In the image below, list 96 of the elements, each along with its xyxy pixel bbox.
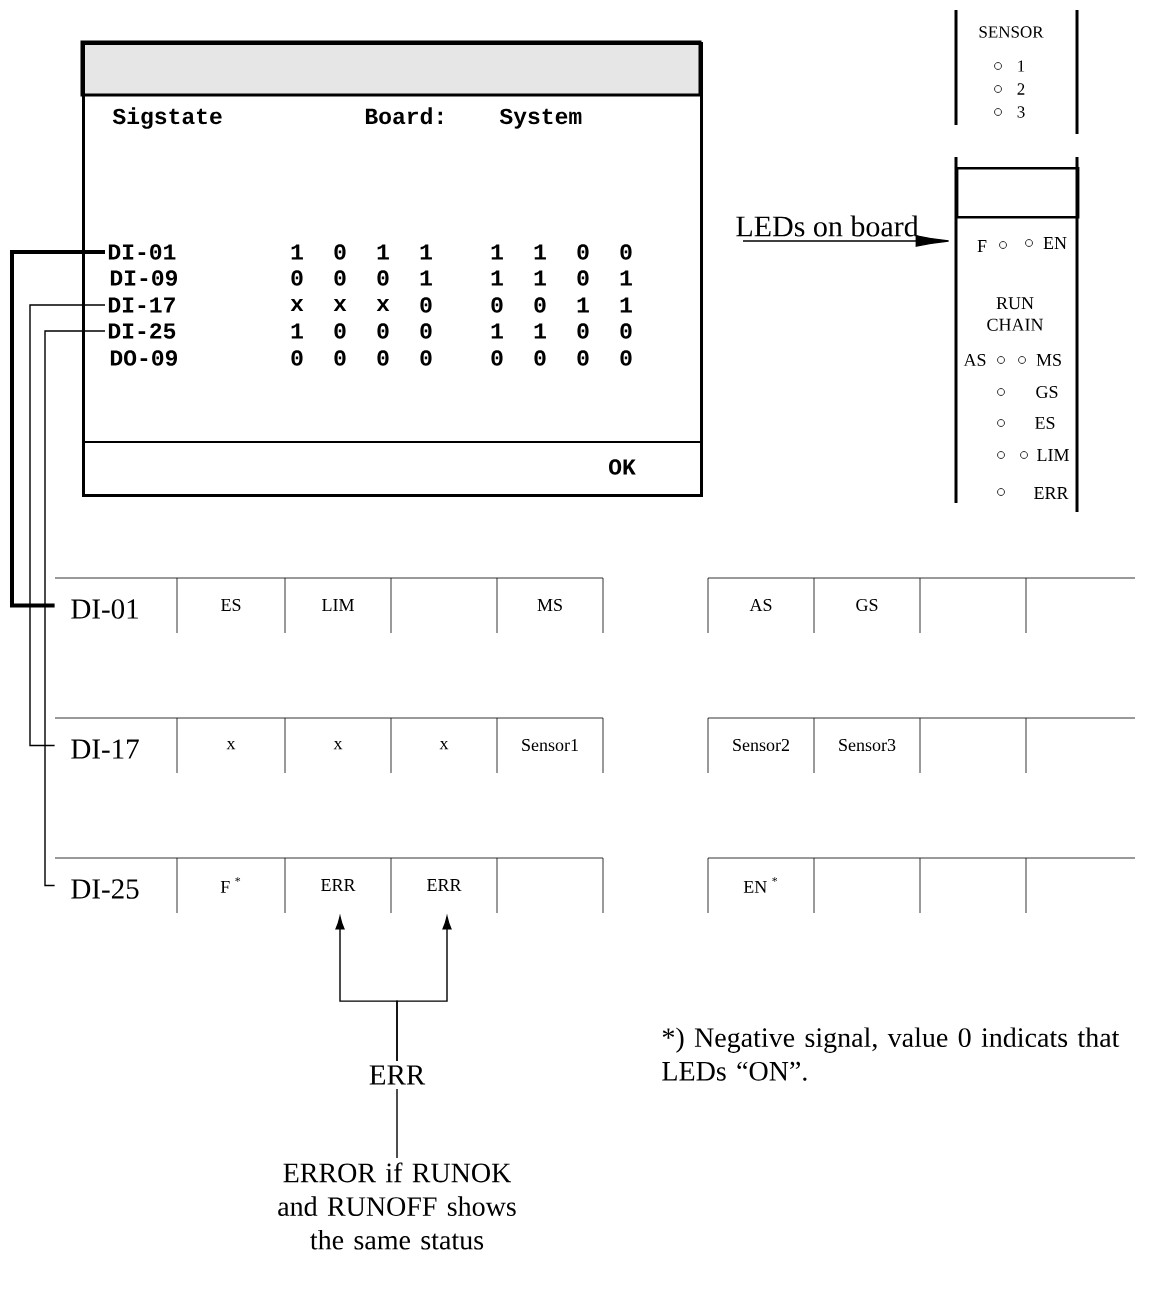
cell-text: EN $^{*}$ bbox=[743, 877, 778, 893]
callout-text: ERR bbox=[369, 1065, 426, 1085]
leader-line bbox=[396, 1088, 398, 1159]
node-label: ERR bbox=[1034, 487, 1069, 499]
signal-value: 0 bbox=[334, 270, 346, 286]
signal-value: 1 bbox=[491, 244, 503, 260]
signal-value: 0 bbox=[534, 350, 546, 366]
node-label: MS bbox=[1036, 353, 1061, 367]
signal-table-row bbox=[54, 577, 1136, 634]
signal-value: 1 bbox=[420, 244, 432, 260]
node-label: 3 bbox=[1017, 106, 1025, 118]
node-label: 1 bbox=[1018, 60, 1025, 72]
signal-value: 1 bbox=[291, 244, 303, 260]
signal-value: 0 bbox=[377, 270, 389, 286]
signal-value: 0 bbox=[620, 244, 632, 260]
signal-value: 1 bbox=[534, 270, 546, 286]
cell-text: x bbox=[226, 740, 236, 750]
cell-text: GS bbox=[856, 598, 878, 612]
header-box bbox=[956, 167, 1080, 219]
screen-heading: Board: bbox=[365, 107, 442, 125]
row-label: DI-01 bbox=[71, 599, 138, 619]
node-label: EN bbox=[1043, 237, 1067, 249]
signal-value: 0 bbox=[420, 297, 432, 313]
cell-text: Sensor3 bbox=[839, 738, 896, 752]
signal-value: 1 bbox=[534, 244, 546, 260]
signal-name: DI-01 bbox=[108, 244, 176, 260]
screen-heading: System bbox=[499, 108, 582, 129]
status-bar: OK bbox=[81, 441, 701, 475]
signal-table-row bbox=[54, 857, 1136, 914]
signal-value: 0 bbox=[420, 323, 432, 339]
cell-text: F $^{*}$ bbox=[220, 877, 241, 893]
cell-text: ES bbox=[221, 598, 241, 612]
callout-text: LEDs on board bbox=[736, 215, 919, 237]
signal-name: DI-17 bbox=[108, 297, 175, 313]
cell-text: x bbox=[439, 740, 449, 750]
node-label: LIM bbox=[1037, 449, 1069, 461]
signal-value: 1 bbox=[534, 323, 546, 339]
cell-text: Sensor2 bbox=[733, 738, 789, 752]
signal-value: 1 bbox=[620, 297, 632, 313]
leader-line bbox=[29, 304, 106, 747]
cell-text: LIM bbox=[322, 599, 354, 611]
signal-table-row bbox=[54, 717, 1136, 774]
led-panel: F EN RUN CHAIN AS MS GS ES LIM ERR bbox=[954, 157, 1079, 512]
signal-value: 0 bbox=[291, 270, 303, 286]
node-label: GS bbox=[1036, 385, 1058, 399]
signal-value: 0 bbox=[334, 244, 346, 260]
node-label: RUN CHAIN bbox=[987, 297, 1044, 331]
note-text: ERROR if RUNOK and RUNOFF shows the same status bbox=[278, 1162, 516, 1250]
signal-value: 0 bbox=[291, 350, 303, 366]
leader-line bbox=[44, 330, 106, 887]
signal-name: DI-09 bbox=[110, 270, 177, 286]
signal-value: 0 bbox=[334, 350, 346, 366]
row-label: DI-25 bbox=[71, 879, 139, 899]
node-label: SENSOR bbox=[979, 26, 1044, 38]
cell-text: Sensor1 bbox=[522, 738, 578, 752]
signal-value: 0 bbox=[577, 323, 589, 339]
signal-value: 0 bbox=[620, 350, 632, 366]
node-label: AS bbox=[963, 353, 986, 367]
signal-value: 0 bbox=[620, 323, 632, 339]
node-label: ES bbox=[1035, 416, 1055, 430]
cell-text: MS bbox=[537, 598, 562, 612]
cell-text: AS bbox=[749, 598, 772, 612]
signal-value: 0 bbox=[377, 323, 389, 339]
signal-value: 1 bbox=[620, 270, 632, 286]
screen-heading: Sigstate bbox=[112, 107, 222, 129]
sensor-panel: SENSOR 1 2 3 bbox=[954, 10, 1079, 134]
cell-text: ERR bbox=[321, 879, 356, 891]
footnote: *) Negative signal, value 0 indicats that LEDs “ON”. bbox=[662, 1027, 1120, 1081]
node-label: F bbox=[977, 240, 987, 252]
cell-text: x bbox=[333, 740, 343, 750]
leader-line bbox=[10, 250, 105, 608]
signal-value: 0 bbox=[577, 244, 589, 260]
signal-value: 0 bbox=[334, 323, 346, 339]
arrow bbox=[396, 916, 452, 1062]
signal-value: 1 bbox=[491, 323, 503, 339]
signal-value: 0 bbox=[534, 297, 546, 313]
signal-value: 0 bbox=[577, 350, 589, 366]
signal-value: 1 bbox=[377, 244, 389, 260]
signal-value: 1 bbox=[577, 297, 589, 313]
row-label: DI-17 bbox=[71, 739, 139, 759]
signal-name: DI-25 bbox=[108, 323, 176, 339]
signal-value: 0 bbox=[577, 270, 589, 286]
signal-value: x bbox=[376, 298, 390, 312]
signal-value: 0 bbox=[420, 350, 432, 366]
signal-value: 0 bbox=[377, 350, 389, 366]
signal-value: x bbox=[290, 298, 304, 312]
signal-value: x bbox=[333, 298, 347, 312]
signal-value: 1 bbox=[420, 270, 432, 286]
signal-value: 0 bbox=[491, 350, 503, 366]
node-label: 2 bbox=[1017, 83, 1025, 95]
signal-value: 0 bbox=[491, 297, 503, 313]
arrow bbox=[915, 235, 950, 247]
signal-value: 1 bbox=[491, 270, 503, 286]
signal-name: DO-09 bbox=[110, 350, 177, 366]
cell-text: ERR bbox=[427, 879, 462, 891]
signal-value: 1 bbox=[291, 323, 303, 339]
